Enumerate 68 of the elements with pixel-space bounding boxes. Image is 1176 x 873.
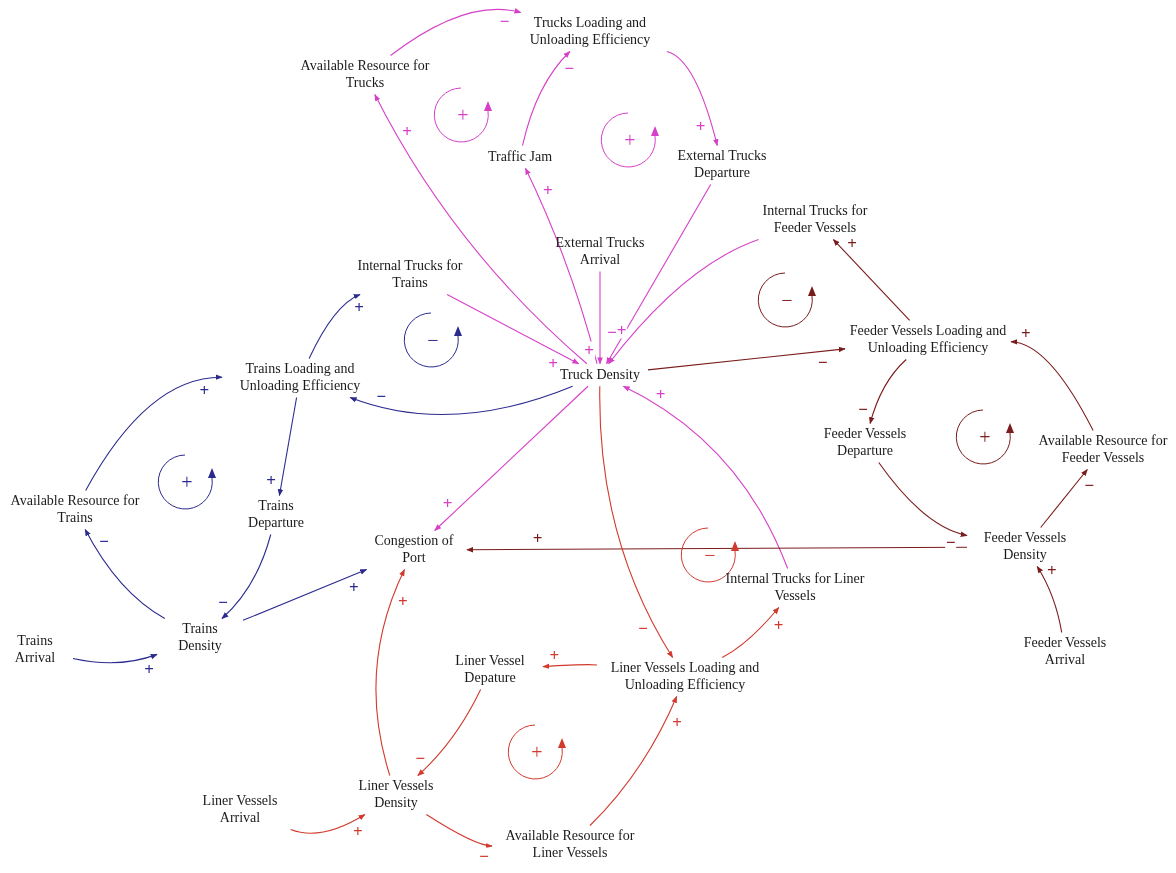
causal-arrow xyxy=(524,167,598,365)
loop-polarity-sign: + xyxy=(978,427,992,447)
variable-label: Internal Trucks for Liner Vessels xyxy=(725,571,865,605)
variable-label: Feeder Vessels Departure xyxy=(810,426,920,460)
causal-arrow xyxy=(721,606,780,659)
causal-arrow xyxy=(417,688,482,777)
variable-label: Feeder Vessels Density xyxy=(970,530,1080,564)
variable-label: Available Resource for Trucks xyxy=(300,58,430,92)
causal-arrow xyxy=(72,653,158,664)
causal-arrow xyxy=(521,50,571,147)
variable-label: Liner Vessels Arrival xyxy=(185,793,295,827)
causal-arrow xyxy=(84,528,166,620)
loop-polarity-sign: − xyxy=(780,290,794,310)
causal-arrow xyxy=(606,183,712,365)
loop-polarity-sign: − xyxy=(426,330,440,350)
variable-label: Trains Loading and Unloading Efficiency xyxy=(225,361,375,395)
causal-arrow xyxy=(878,461,968,537)
causal-arrow xyxy=(221,533,272,620)
causal-arrow xyxy=(599,385,674,659)
causal-arrow xyxy=(308,293,361,360)
causal-arrow xyxy=(622,385,789,570)
variable-label: Internal Trucks for Feeder Vessels xyxy=(745,203,885,237)
causal-arrow xyxy=(832,238,911,322)
variable-label: Trains Density xyxy=(160,621,240,655)
variable-label: Feeder Vessels Arrival xyxy=(1010,635,1120,669)
causal-arrow xyxy=(647,346,846,371)
variable-label: Liner Vessels Loading and Unloading Efficiency xyxy=(600,660,770,694)
variable-label: Congestion of Port xyxy=(364,533,464,567)
loop-polarity-sign: + xyxy=(180,472,194,492)
variable-label: Liner Vessel Depature xyxy=(440,653,540,687)
loop-polarity-sign: + xyxy=(456,105,470,125)
causal-arrow xyxy=(666,50,719,147)
causal-arrow xyxy=(425,813,493,849)
causal-arrow xyxy=(374,93,588,365)
variable-label: External Trucks Arrival xyxy=(550,235,650,269)
variable-label: Trains Departure xyxy=(231,498,321,532)
causal-arrow xyxy=(446,293,580,365)
causal-arrow xyxy=(390,8,522,57)
causal-arrow xyxy=(277,396,298,497)
causal-arrow xyxy=(85,374,223,492)
variable-label: Internal Trucks for Trains xyxy=(355,258,465,292)
causal-arrow xyxy=(597,270,603,365)
loop-polarity-sign: + xyxy=(530,742,544,762)
causal-arrow xyxy=(1010,339,1094,432)
causal-arrow xyxy=(589,695,678,827)
causal-arrow xyxy=(349,385,574,416)
variable-label: Available Resource for Liner Vessels xyxy=(495,828,645,862)
causal-arrow xyxy=(1036,565,1063,634)
variable-label: External Trucks Departure xyxy=(667,148,777,182)
variable-label: Available Resource for Feeder Vessels xyxy=(1033,433,1173,467)
causal-arrow xyxy=(434,385,589,532)
causal-arrow xyxy=(290,813,366,834)
variable-label: Trains Arrival xyxy=(0,633,70,667)
causal-arrow xyxy=(242,568,368,621)
variable-label: Feeder Vessels Loading and Unloading Efficiency xyxy=(848,323,1008,357)
causal-arrow xyxy=(1040,468,1088,529)
polarity-sign: + xyxy=(583,341,595,359)
causal-arrow xyxy=(608,238,760,365)
causal-arrow xyxy=(542,663,598,669)
variable-label: Available Resource for Trains xyxy=(5,493,145,527)
causal-arrow xyxy=(375,568,406,777)
variable-label: Traffic Jam xyxy=(475,148,565,166)
causal-arrow xyxy=(869,358,907,425)
loop-polarity-sign: + xyxy=(623,130,637,150)
causal-arrow xyxy=(466,546,968,553)
loop-polarity-sign: − xyxy=(703,545,717,565)
variable-label: Trucks Loading and Unloading Efficiency xyxy=(515,15,665,49)
variable-label: Liner Vessels Density xyxy=(346,778,446,812)
